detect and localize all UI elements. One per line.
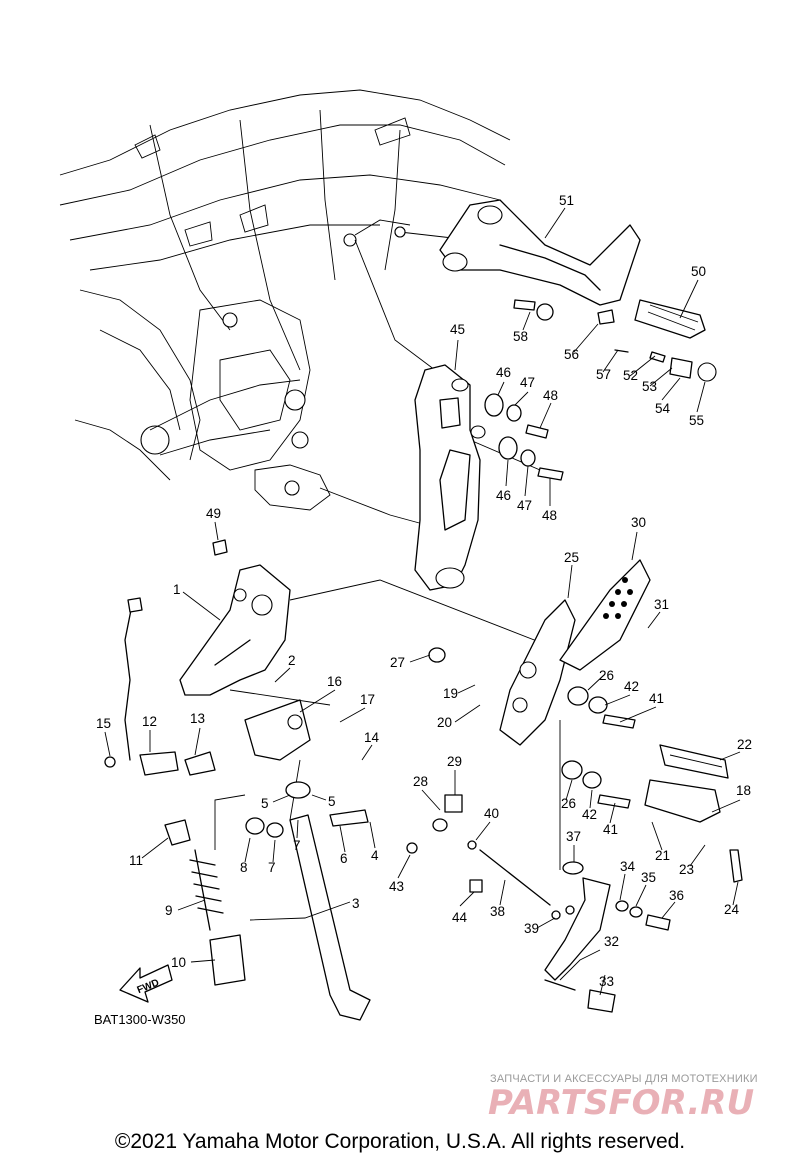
part-label: 47 [517,498,532,513]
part-label: 5 [261,796,269,811]
part-label: 7 [268,860,276,875]
part-label: 7 [293,838,301,853]
part-label: 10 [171,955,186,970]
part-label: 57 [596,367,611,382]
part-label: 48 [543,388,558,403]
part-label: 25 [564,550,579,565]
part-label: 31 [654,597,669,612]
collars-bolts-46-48 [484,393,564,481]
part-label: 27 [390,655,405,670]
part-label: 46 [496,365,511,380]
part-label: 19 [443,686,458,701]
part-label: 20 [437,715,452,730]
part-label: 42 [624,679,639,694]
part-label: 5 [328,794,336,809]
part-label: 22 [737,737,752,752]
part-label: 44 [452,910,468,925]
part-label: 35 [641,870,656,885]
part-label: 38 [490,904,505,919]
part-label: 16 [327,674,342,689]
diagram-code: BAT1300-W350 [94,1012,186,1027]
part-label: 50 [691,264,706,279]
footrest-18-22 [644,744,743,883]
fwd-arrow: FWD [119,964,173,1003]
part-label: 48 [542,508,557,523]
bracket-45-drawing [414,364,486,591]
part-label: 45 [450,322,465,337]
part-label: 41 [603,822,618,837]
part-label: 33 [599,974,614,989]
leader-lines [104,207,741,996]
part-label: 18 [736,783,751,798]
part-label: 55 [689,413,704,428]
part-label: 6 [340,851,348,866]
part-label: 34 [620,859,636,874]
watermark-logo: PARTSFOR.RU [488,1083,754,1123]
switch-spring-cover [104,597,246,986]
watermark-tagline: ЗАПЧАСТИ И АКСЕССУАРЫ ДЛЯ МОТОТЕХНИКИ [490,1073,758,1085]
part-callouts: 1 2 3 4 5 5 6 7 7 8 9 10 11 12 13 14 15 … [96,193,752,989]
part-label: 8 [240,860,248,875]
part-label: 24 [724,902,740,917]
shift-linkage [406,794,671,1013]
part-label: 13 [190,711,205,726]
small-parts-upper-right [394,226,717,382]
part-label: 9 [165,903,173,918]
part-label: 42 [582,807,597,822]
part-label: 26 [561,796,576,811]
part-label: 1 [173,582,181,597]
footpeg-50-drawing [634,299,706,339]
part-label: 51 [559,193,574,208]
copyright-notice: ©2021 Yamaha Motor Corporation, U.S.A. A… [114,1130,686,1153]
part-label: 39 [524,921,539,936]
assembly-guide-lines [214,231,561,870]
part-label: 46 [496,488,511,503]
part-label: 37 [566,829,581,844]
part-label: 32 [604,934,619,949]
part-label: 30 [631,515,646,530]
part-label: 53 [642,379,657,394]
pivot-25-and-plate-30 [428,559,651,746]
part-label: 43 [389,879,404,894]
part-label: 17 [360,692,375,707]
part-label: 21 [655,848,670,863]
part-label: 36 [669,888,684,903]
part-label: 12 [142,714,157,729]
part-label: 2 [288,653,296,668]
bracket-1-drawing [179,539,291,696]
part-label: 29 [447,754,462,769]
part-label: 15 [96,716,111,731]
part-label: 58 [513,329,528,344]
part-label: 28 [413,774,428,789]
part-label: 26 [599,668,614,683]
part-label: 40 [484,806,499,821]
part-label: 41 [649,691,664,706]
part-label: 49 [206,506,221,521]
part-label: 47 [520,375,535,390]
frame-drawing [59,89,511,511]
part-label: 54 [655,401,671,416]
watermark: ЗАПЧАСТИ И АКСЕССУАРЫ ДЛЯ МОТОТЕХНИКИ PA… [488,1073,758,1123]
part-label: 14 [364,730,380,745]
sidestand-3 [244,699,371,1021]
part-label: 4 [371,848,379,863]
bracket-51-drawing [439,199,641,306]
collars-26-42-bolts-41 [561,686,636,809]
part-label: 3 [352,896,360,911]
part-label: 11 [129,853,143,868]
